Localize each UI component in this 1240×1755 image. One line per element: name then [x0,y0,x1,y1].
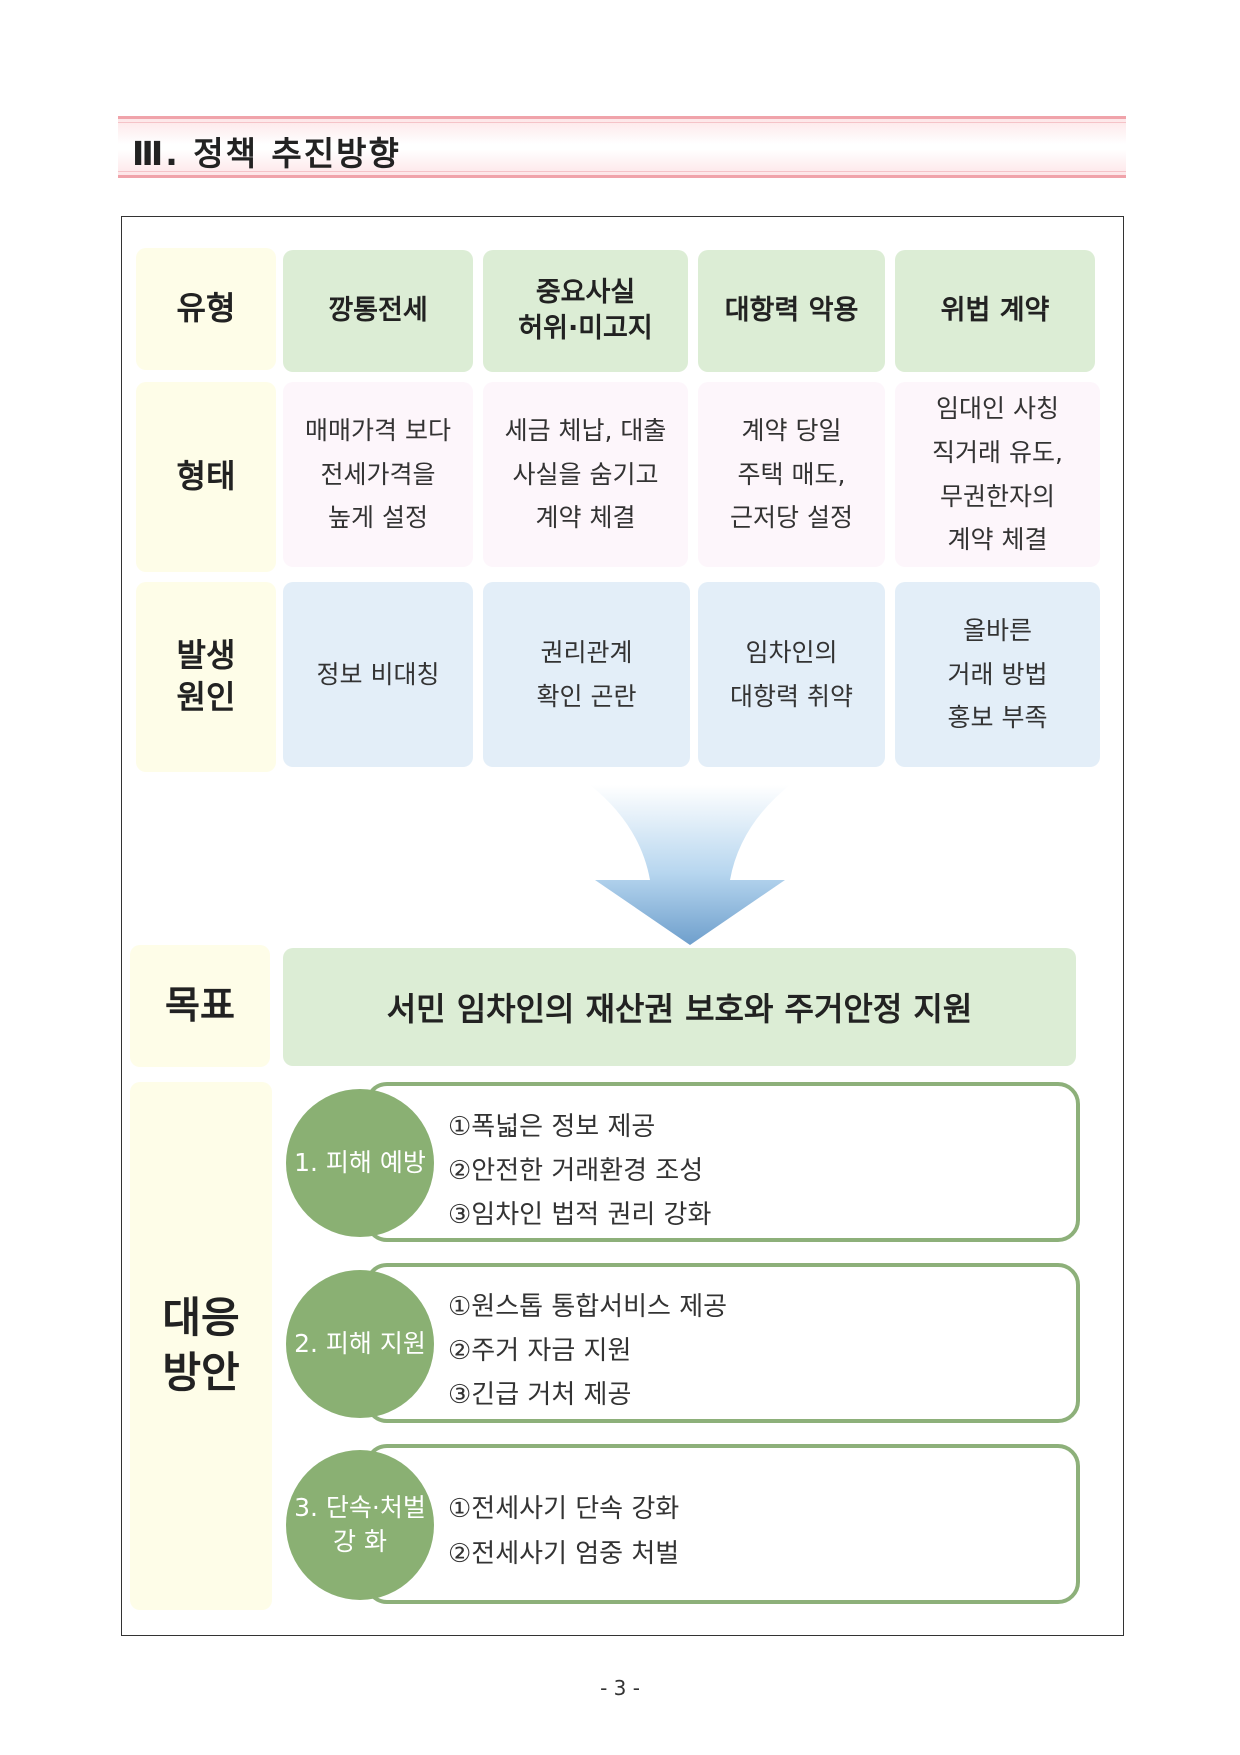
response-2-item-2: ②주거 자금 지원 [448,1336,632,1366]
response-3-item-1: ①전세사기 단속 강화 [448,1494,680,1524]
form-cell-2: 세금 체납, 대출 사실을 숨기고 계약 체결 [483,382,688,567]
goal-box: 서민 임차인의 재산권 보호와 주거안정 지원 [283,948,1076,1066]
section-title-bar: Ⅲ. 정책 추진방향 [118,116,1126,178]
policy-diagram-frame [121,216,1124,1636]
response-1-item-2: ②안전한 거래환경 조성 [448,1156,704,1186]
cause-cell-2: 권리관계 확인 곤란 [483,582,690,767]
type-header-2: 중요사실 허위·미고지 [483,250,688,372]
response-box-3 [365,1444,1080,1604]
cause-cell-4: 올바른 거래 방법 홍보 부족 [895,582,1100,767]
row-label-goal: 목표 [130,945,270,1067]
form-cell-4: 임대인 사칭 직거래 유도, 무권한자의 계약 체결 [895,382,1100,567]
response-2-item-3: ③긴급 거처 제공 [448,1380,632,1410]
row-label-response: 대응 방안 [130,1082,272,1610]
row-label-type: 유형 [136,248,276,370]
response-3-item-2: ②전세사기 엄중 처벌 [448,1539,680,1569]
section-title: Ⅲ. 정책 추진방향 [132,134,401,173]
response-1-item-3: ③임차인 법적 권리 강화 [448,1200,712,1230]
type-header-4: 위법 계약 [895,250,1095,372]
response-circle-3: 3. 단속·처벌 강 화 [286,1450,434,1600]
down-arrow-icon [590,785,790,945]
page-number: - 3 - [600,1676,640,1700]
type-header-1: 깡통전세 [283,250,473,372]
cause-cell-3: 임차인의 대항력 취약 [698,582,885,767]
response-box-1 [365,1082,1080,1242]
response-2-item-1: ①원스톱 통합서비스 제공 [448,1292,728,1322]
row-label-cause: 발생 원인 [136,582,276,772]
row-label-form: 형태 [136,382,276,572]
type-header-3: 대항력 악용 [698,250,885,372]
cause-cell-1: 정보 비대칭 [283,582,473,767]
response-1-item-1: ①폭넓은 정보 제공 [448,1112,656,1142]
form-cell-3: 계약 당일 주택 매도, 근저당 설정 [698,382,885,567]
response-box-2 [365,1263,1080,1423]
response-circle-2: 2. 피해 지원 [286,1270,434,1418]
form-cell-1: 매매가격 보다 전세가격을 높게 설정 [283,382,473,567]
response-circle-1: 1. 피해 예방 [286,1089,434,1237]
